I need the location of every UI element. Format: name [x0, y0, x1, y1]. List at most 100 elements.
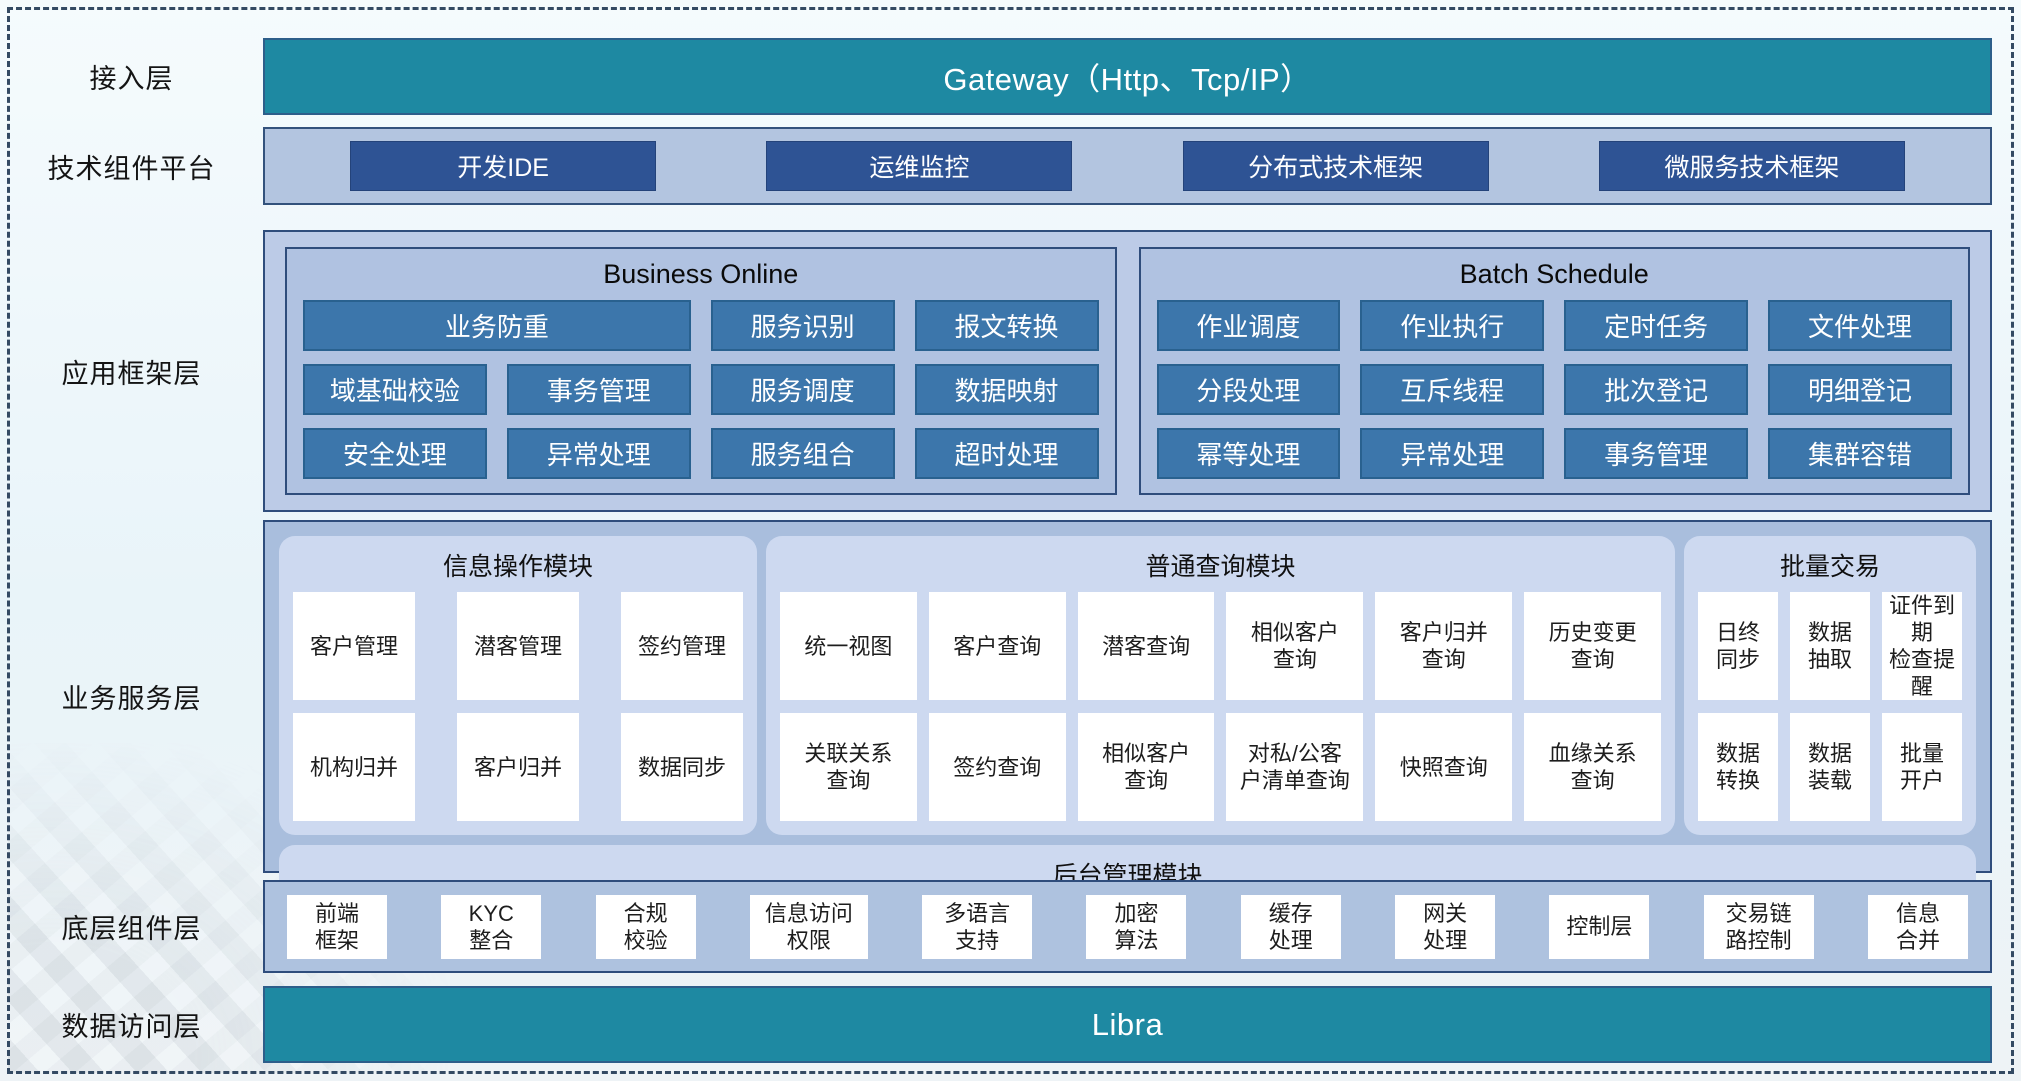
layer-label-business-service: 业务服务层	[61, 684, 202, 714]
business-online-panel: Business Online 业务防重 服务识别 报文转换 域基础校验 事务管…	[285, 247, 1117, 495]
gateway-bar: Gateway（Http、Tcp/IP）	[263, 38, 1992, 115]
label-cell: 数据访问层	[0, 986, 263, 1063]
batch-schedule-item: 异常处理	[1360, 428, 1545, 479]
row-tech-platform: 技术组件平台 开发IDE 运维监控 分布式技术框架 微服务技术框架	[0, 127, 2021, 205]
base-component-item: 信息访问 权限	[749, 894, 868, 959]
batch-schedule-panel: Batch Schedule 作业调度 作业执行 定时任务 文件处理 分段处理 …	[1138, 247, 1970, 495]
data-access-content: Libra	[263, 986, 1992, 1063]
label-cell: 底层组件层	[0, 880, 263, 973]
business-online-title: Business Online	[603, 259, 799, 289]
info-ops-grid: 客户管理 潜客管理 签约管理 机构归并 客户归并 数据同步	[293, 592, 743, 821]
base-component-item: 控制层	[1549, 894, 1650, 959]
base-component-item: 加密 算法	[1086, 894, 1187, 959]
business-service-content: 信息操作模块 客户管理 潜客管理 签约管理 机构归并 客户归并 数据同步	[263, 520, 1992, 963]
info-ops-item: 客户归并	[457, 713, 579, 821]
layer-label-app-framework: 应用框架层	[61, 358, 202, 389]
info-ops-module: 信息操作模块 客户管理 潜客管理 签约管理 机构归并 客户归并 数据同步	[279, 536, 757, 835]
batch-schedule-item: 集群容错	[1768, 428, 1952, 479]
layer-label-base-components: 底层组件层	[61, 914, 202, 944]
base-component-item: KYC 整合	[441, 894, 542, 959]
batch-trade-item: 批量 开户	[1882, 713, 1962, 821]
label-cell: 业务服务层	[0, 520, 263, 873]
batch-schedule-item: 互斥线程	[1360, 364, 1545, 415]
query-item: 客户查询	[928, 592, 1066, 700]
label-cell: 应用框架层	[0, 230, 263, 512]
query-module-grid: 统一视图 客户查询 潜客查询 相似客户 查询 客户归并 查询 历史变更 查询 关…	[780, 592, 1661, 821]
business-online-item: 超时处理	[914, 428, 1099, 479]
tech-platform-container: 开发IDE 运维监控 分布式技术框架 微服务技术框架	[263, 127, 1992, 205]
batch-schedule-item: 作业执行	[1360, 300, 1545, 351]
query-item: 相似客户 查询	[1077, 713, 1215, 821]
business-online-item: 数据映射	[914, 364, 1099, 415]
batch-trade-item: 证件到期 检查提醒	[1882, 592, 1962, 700]
layer-label-data-access: 数据访问层	[61, 1012, 202, 1042]
query-item: 快照查询	[1375, 713, 1513, 821]
libra-bar: Libra	[263, 986, 1992, 1063]
query-module-title: 普通查询模块	[1145, 553, 1296, 581]
layer-label-access: 接入层	[89, 64, 174, 94]
row-access-layer: 接入层 Gateway（Http、Tcp/IP）	[0, 38, 2021, 115]
batch-schedule-grid: 作业调度 作业执行 定时任务 文件处理 分段处理 互斥线程 批次登记 明细登记 …	[1156, 300, 1952, 479]
batch-trade-module: 批量交易 日终 同步 数据 抽取 证件到期 检查提醒 数据 转换 数据 装载 批…	[1684, 536, 1976, 835]
batch-schedule-title: Batch Schedule	[1459, 259, 1649, 289]
base-component-item: 前端 框架	[287, 894, 387, 959]
info-ops-item: 客户管理	[293, 592, 415, 700]
query-item: 对私/公客 户清单查询	[1226, 713, 1364, 821]
app-framework-content: Business Online 业务防重 服务识别 报文转换 域基础校验 事务管…	[263, 230, 1992, 512]
query-item: 关联关系 查询	[780, 713, 917, 821]
label-cell: 技术组件平台	[0, 127, 263, 205]
info-ops-item: 潜客管理	[457, 592, 579, 700]
base-component-item: 多语言 支持	[922, 894, 1033, 959]
business-service-top: 信息操作模块 客户管理 潜客管理 签约管理 机构归并 客户归并 数据同步	[279, 536, 1976, 835]
base-component-item: 合规 校验	[595, 894, 696, 959]
base-components-content: 前端 框架 KYC 整合 合规 校验 信息访问 权限 多语言 支持 加密 算法 …	[263, 880, 1992, 973]
row-base-components: 底层组件层 前端 框架 KYC 整合 合规 校验 信息访问 权限 多语言 支持 …	[0, 880, 2021, 973]
batch-schedule-item: 事务管理	[1564, 428, 1749, 479]
base-component-item: 信息 合并	[1867, 894, 1968, 959]
query-module: 普通查询模块 统一视图 客户查询 潜客查询 相似客户 查询 客户归并 查询 历史…	[766, 536, 1675, 835]
query-item: 签约查询	[928, 713, 1066, 821]
base-component-item: 网关 处理	[1395, 894, 1496, 959]
base-component-item: 交易链 路控制	[1703, 894, 1814, 959]
row-business-service: 业务服务层 信息操作模块 客户管理 潜客管理 签约管理 机构归并 客户归并	[0, 520, 2021, 963]
batch-trade-grid: 日终 同步 数据 抽取 证件到期 检查提醒 数据 转换 数据 装载 批量 开户	[1698, 592, 1962, 821]
business-online-item: 服务组合	[710, 428, 895, 479]
tech-content: 开发IDE 运维监控 分布式技术框架 微服务技术框架	[263, 127, 1992, 205]
label-cell: 接入层	[0, 38, 263, 115]
query-item: 血缘关系 查询	[1524, 713, 1661, 821]
business-online-item: 服务调度	[710, 364, 895, 415]
tech-item: 开发IDE	[350, 141, 657, 191]
batch-schedule-item: 作业调度	[1156, 300, 1341, 351]
query-item: 历史变更 查询	[1524, 592, 1661, 700]
info-ops-title: 信息操作模块	[442, 553, 593, 581]
info-ops-item: 机构归并	[293, 713, 415, 821]
row-data-access: 数据访问层 Libra	[0, 986, 2021, 1063]
batch-schedule-item: 分段处理	[1156, 364, 1341, 415]
base-component-item: 缓存 处理	[1240, 894, 1341, 959]
tech-item: 分布式技术框架	[1182, 141, 1489, 191]
tech-item: 运维监控	[766, 141, 1073, 191]
query-item: 客户归并 查询	[1375, 592, 1513, 700]
business-online-grid: 业务防重 服务识别 报文转换 域基础校验 事务管理 服务调度 数据映射 安全处理…	[303, 300, 1099, 479]
business-service-container: 信息操作模块 客户管理 潜客管理 签约管理 机构归并 客户归并 数据同步	[263, 520, 1992, 963]
access-content: Gateway（Http、Tcp/IP）	[263, 38, 1992, 115]
business-online-item: 域基础校验	[303, 364, 487, 415]
business-online-item: 安全处理	[303, 428, 487, 479]
batch-trade-item: 数据 抽取	[1790, 592, 1870, 700]
query-item: 统一视图	[780, 592, 917, 700]
base-components-container: 前端 框架 KYC 整合 合规 校验 信息访问 权限 多语言 支持 加密 算法 …	[263, 880, 1992, 973]
batch-schedule-item: 批次登记	[1564, 364, 1749, 415]
batch-schedule-item: 定时任务	[1564, 300, 1749, 351]
batch-trade-item: 日终 同步	[1698, 592, 1778, 700]
business-online-item: 业务防重	[303, 300, 691, 351]
batch-trade-item: 数据 转换	[1698, 713, 1778, 821]
query-item: 潜客查询	[1077, 592, 1215, 700]
business-online-item: 异常处理	[506, 428, 691, 479]
layer-label-tech-platform: 技术组件平台	[47, 153, 216, 184]
info-ops-item: 数据同步	[621, 713, 743, 821]
batch-schedule-item: 幂等处理	[1156, 428, 1341, 479]
batch-schedule-item: 明细登记	[1768, 364, 1952, 415]
business-online-item: 报文转换	[914, 300, 1099, 351]
